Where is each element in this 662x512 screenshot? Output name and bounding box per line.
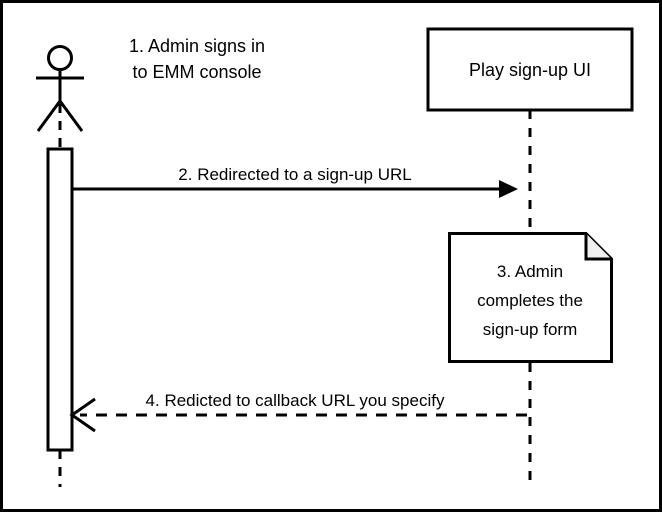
actor-activation-bar	[46, 147, 74, 452]
message-1-label-line2: to EMM console	[132, 62, 261, 82]
message-2-arrowhead	[499, 180, 518, 198]
participant-label-play-signup-ui: Play sign-up UI	[469, 60, 591, 80]
note-3-fold-corner	[584, 233, 612, 261]
actor-leg-left-line	[36, 100, 62, 132]
note-3-shape[interactable]	[448, 232, 613, 363]
message-1-label-line1: 1. Admin signs in	[129, 36, 265, 56]
message-2-label: 2. Redirected to a sign-up URL	[178, 165, 411, 184]
note-3-label-line3: sign-up form	[483, 320, 577, 339]
participant-box-play-signup-ui[interactable]	[426, 27, 634, 112]
actor-leg-right-line	[58, 100, 84, 132]
note-3-body	[448, 232, 613, 363]
actor-head-icon	[47, 45, 73, 71]
note-3-label-line2: completes the	[477, 291, 583, 310]
admin-actor-figure	[36, 45, 84, 132]
message-4-label: 4. Redicted to callback URL you specify	[146, 391, 445, 410]
note-3-label-line1: 3. Admin	[497, 262, 563, 281]
message-4-arrowhead	[69, 397, 96, 433]
